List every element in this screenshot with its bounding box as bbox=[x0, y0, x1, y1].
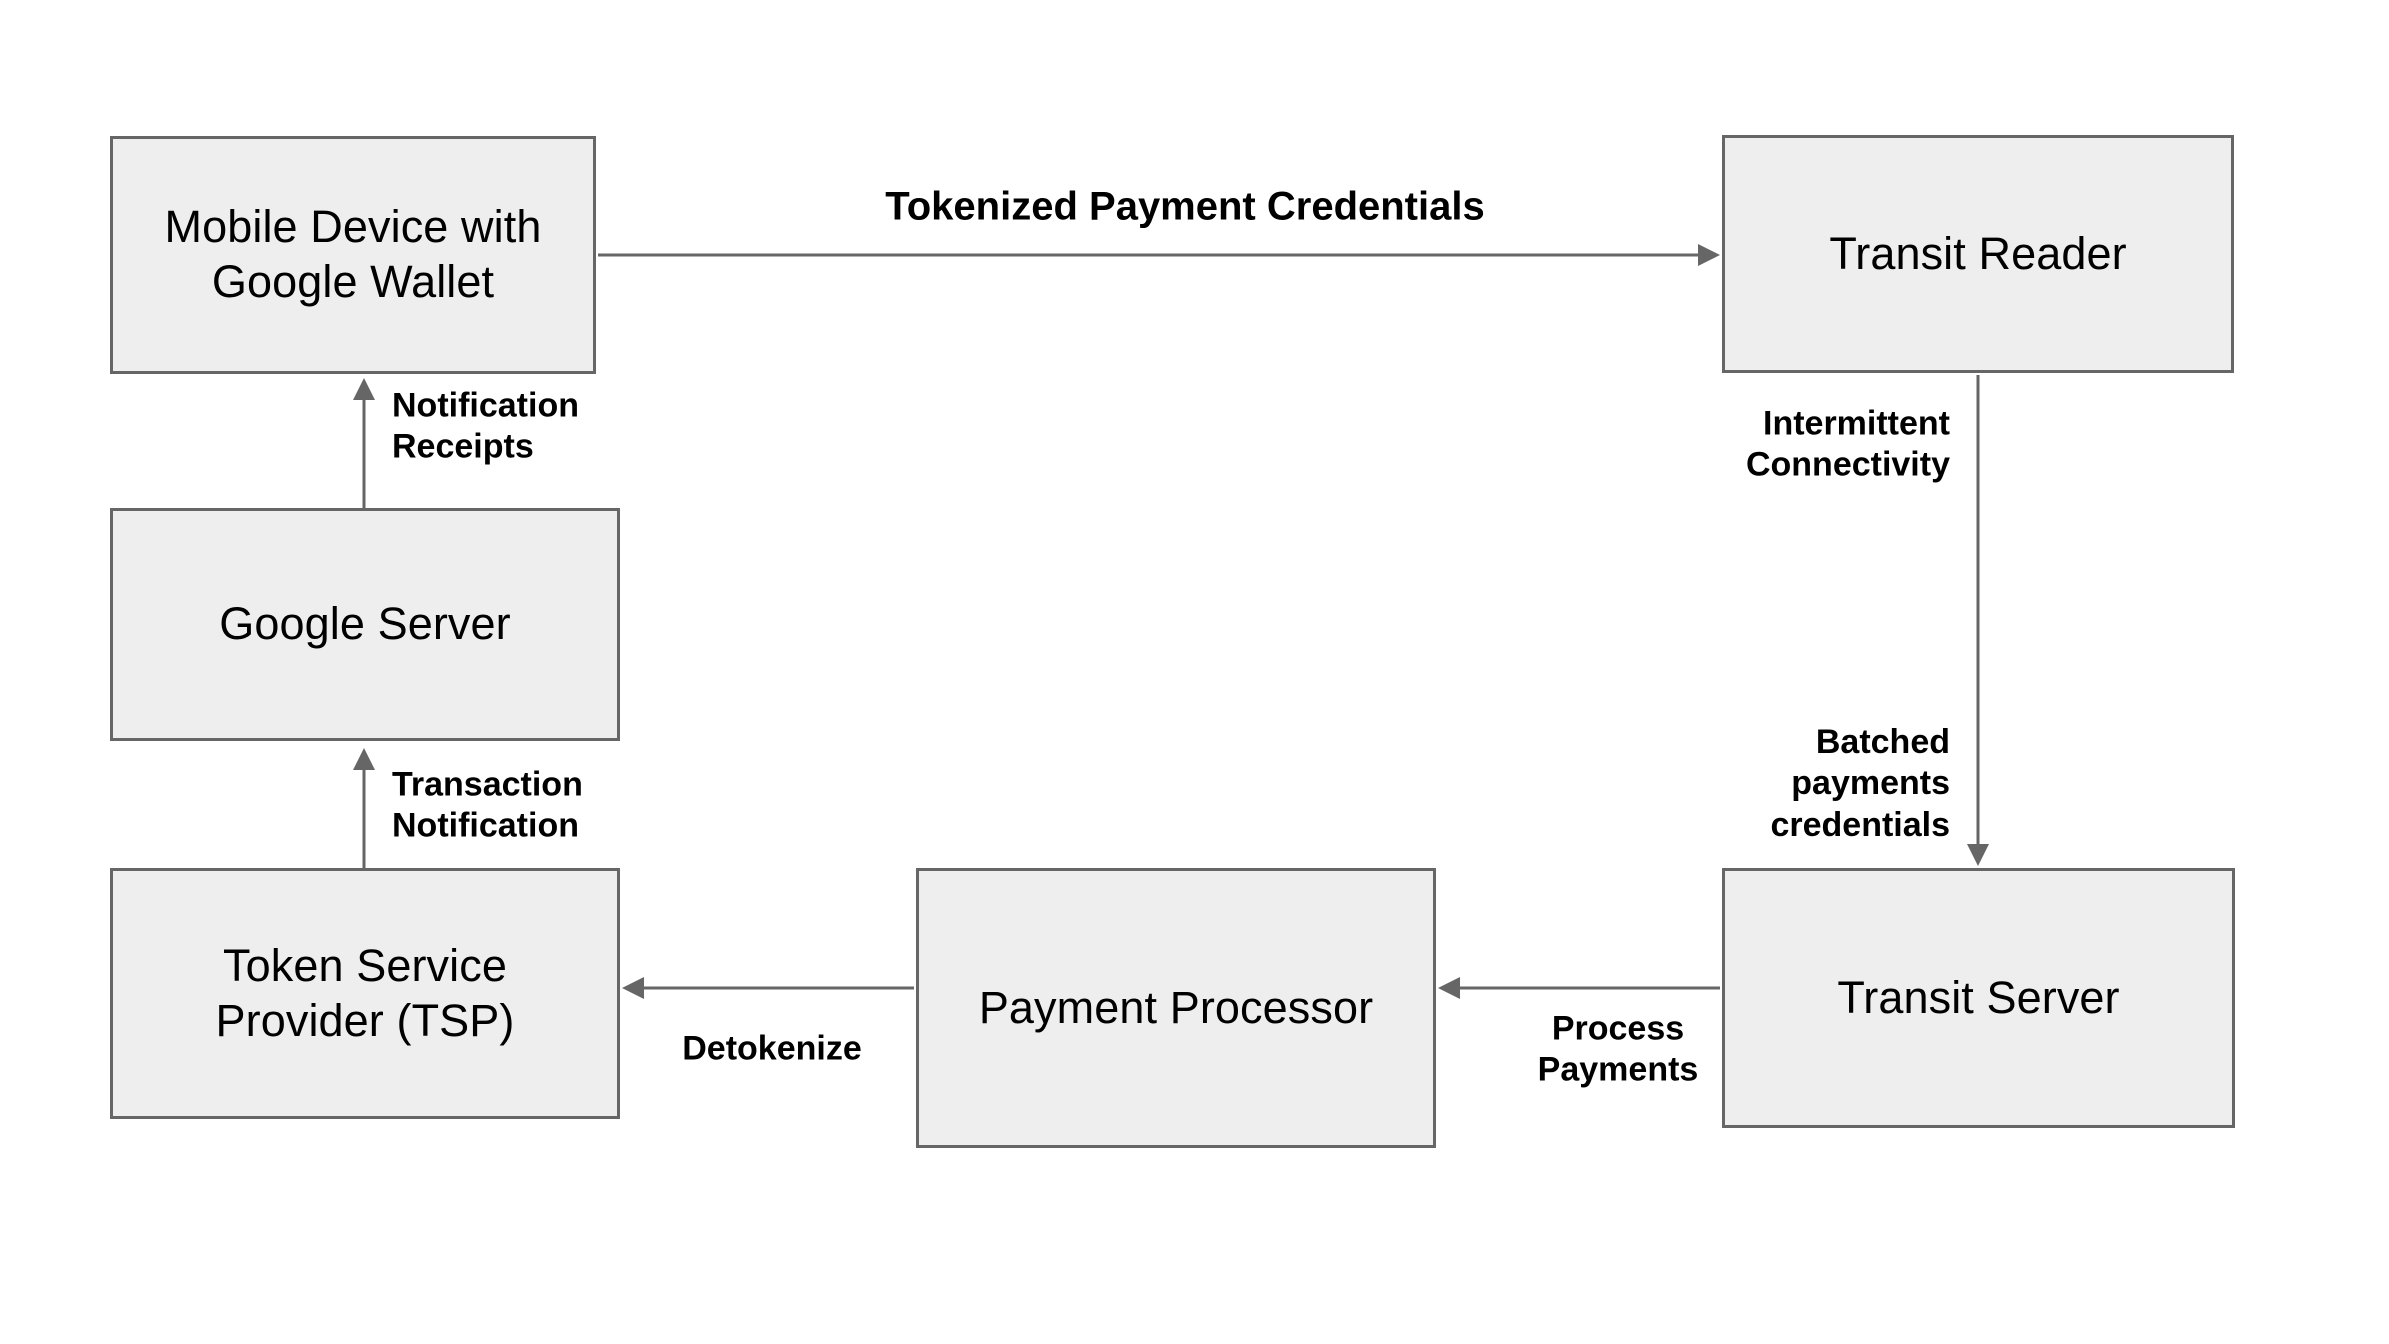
edge-label-intermittent-connectivity: Intermittent Connectivity bbox=[1745, 404, 1950, 484]
node-token-service-provider[interactable]: Token Service Provider (TSP) bbox=[110, 868, 620, 1119]
node-google-server[interactable]: Google Server bbox=[110, 508, 620, 741]
edge-label-process-payments: Process Payments bbox=[1537, 1009, 1699, 1089]
node-label: Google Server bbox=[219, 598, 511, 650]
arrowhead-intermittent-connectivity bbox=[1967, 844, 1989, 866]
arrowhead-transaction-notification bbox=[353, 748, 375, 770]
node-label: Transit Server bbox=[1837, 971, 2120, 1023]
edge-label-batched-payments-credentials: Batched payments credentials bbox=[1770, 722, 1950, 844]
node-label: Mobile Device with Google Wallet bbox=[164, 201, 542, 307]
edge-label-detokenize: Detokenize bbox=[682, 1029, 862, 1068]
node-label: Token Service Provider (TSP) bbox=[215, 939, 515, 1046]
arrowhead-detokenize bbox=[622, 977, 644, 999]
node-transit-reader[interactable]: Transit Reader bbox=[1722, 135, 2234, 373]
edge-label-tokenized-payment-credentials: Tokenized Payment Credentials bbox=[885, 184, 1485, 229]
node-payment-processor[interactable]: Payment Processor bbox=[916, 868, 1436, 1148]
edge-label-transaction-notification: Transaction Notification bbox=[392, 765, 583, 845]
node-label: Transit Reader bbox=[1829, 227, 2127, 279]
arrowhead-process-payments bbox=[1438, 977, 1460, 999]
arrowhead-notification-receipts bbox=[353, 378, 375, 400]
node-transit-server[interactable]: Transit Server bbox=[1722, 868, 2235, 1128]
node-mobile-device[interactable]: Mobile Device with Google Wallet bbox=[110, 136, 596, 374]
node-label: Payment Processor bbox=[978, 981, 1374, 1033]
edge-label-notification-receipts: Notification Receipts bbox=[392, 386, 579, 466]
arrowhead-tokenized-payment-credentials bbox=[1698, 244, 1720, 266]
